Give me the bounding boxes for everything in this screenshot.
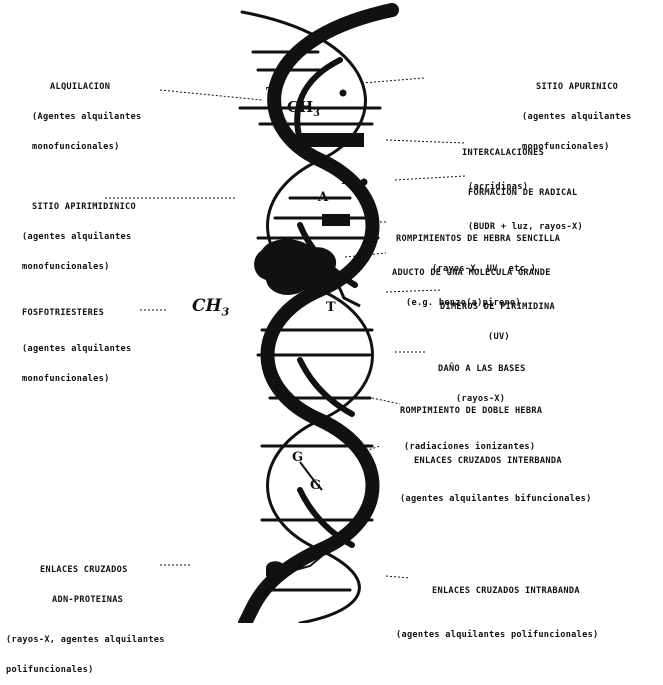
enlaces-adn-title1: ENLACES CRUZADOS [6,565,165,575]
dna-damage-diagram: T CH3 A A T T CH3 G G ALQUILACION (Agent… [0,0,663,623]
methyl-left-label: CH3 [192,296,229,318]
label-enlaces-adn-proteinas: ENLACES CRUZADOS ADN-PROTEINAS (rayos-X,… [6,545,165,685]
rompimiento-doble-title: ROMPIMIENTO DE DOBLE HEBRA [400,406,542,416]
guanine-upper-letter: G [292,450,303,465]
enlaces-intrabanda-title: ENLACES CRUZADOS INTRABANDA [396,586,599,596]
sitio-apurinico-title: SITIO APURINICO [522,82,631,92]
dimeros-title: DIMEROS DE PIRIMIDINA [440,302,555,312]
apurinic-site-dot [340,90,347,97]
enlaces-interbanda-title: ENLACES CRUZADOS INTERBANDA [400,456,592,466]
rompimientos-sencilla-title: ROMPIMIENTOS DE HEBRA SENCILLA [396,234,560,244]
alquilacion-sub2: monofuncionales) [32,142,141,152]
sitio-apurinico-sub1: (agentes alquilantes [522,112,631,122]
thymine-top-letter: T [266,84,277,102]
methyl-top-label: CH3 [287,98,320,119]
label-enlaces-intrabanda: ENLACES CRUZADOS INTRABANDA (agentes alq… [396,566,599,650]
fosfotriesteres-sub1: (agentes alquilantes [22,344,131,354]
intercalaciones-title: INTERCALACIONES [462,148,544,158]
alquilacion-sub1: (Agentes alquilantes [32,112,141,122]
radical-dot [361,179,368,186]
dano-bases-title: DAÑO A LAS BASES [438,364,526,374]
label-alquilacion: ALQUILACION (Agentes alquilantes monofun… [32,62,141,162]
sitio-apirimidinico-sub1: (agentes alquilantes [22,232,136,242]
aducto-title: ADUCTO DE UNA MOLECULA GRANDE [392,268,551,278]
thymine-dimer-letter-1: T [318,276,328,291]
enlaces-adn-sub2: polifuncionales) [6,665,165,675]
thymine-dimer-letter-2: T [326,300,336,315]
enlaces-intrabanda-sub1: (agentes alquilantes polifuncionales) [396,630,599,640]
enlaces-adn-sub1: (rayos-X, agentes alquilantes [6,635,165,645]
dimeros-sub1: (UV) [440,332,555,342]
adenine-upper-letter: A [342,172,353,188]
label-fosfotriesteres: FOSFOTRIESTERES (agentes alquilantes mon… [22,288,131,394]
formacion-radical-title: FORMACION DE RADICAL [468,188,583,198]
adenine-lower-letter: A [318,190,328,205]
sitio-apirimidinico-title: SITIO APIRIMIDINICO [22,202,136,212]
label-sitio-apirimidinico: SITIO APIRIMIDINICO (agentes alquilantes… [22,182,136,282]
fosfotriesteres-title: FOSFOTRIESTERES [22,308,131,318]
sitio-apirimidinico-sub2: monofuncionales) [22,262,136,272]
strand-break-block [322,214,350,226]
enlaces-interbanda-sub1: (agentes alquilantes bifuncionales) [400,494,592,504]
fosfotriesteres-sub2: monofuncionales) [22,374,131,384]
intercalation-block [296,133,364,147]
alquilacion-title: ALQUILACION [32,82,141,92]
label-enlaces-interbanda: ENLACES CRUZADOS INTERBANDA (agentes alq… [400,436,592,514]
guanine-lower-letter: G [310,478,321,493]
label-dimeros: DIMEROS DE PIRIMIDINA (UV) [440,282,555,352]
enlaces-adn-title2: ADN-PROTEINAS [6,595,165,605]
